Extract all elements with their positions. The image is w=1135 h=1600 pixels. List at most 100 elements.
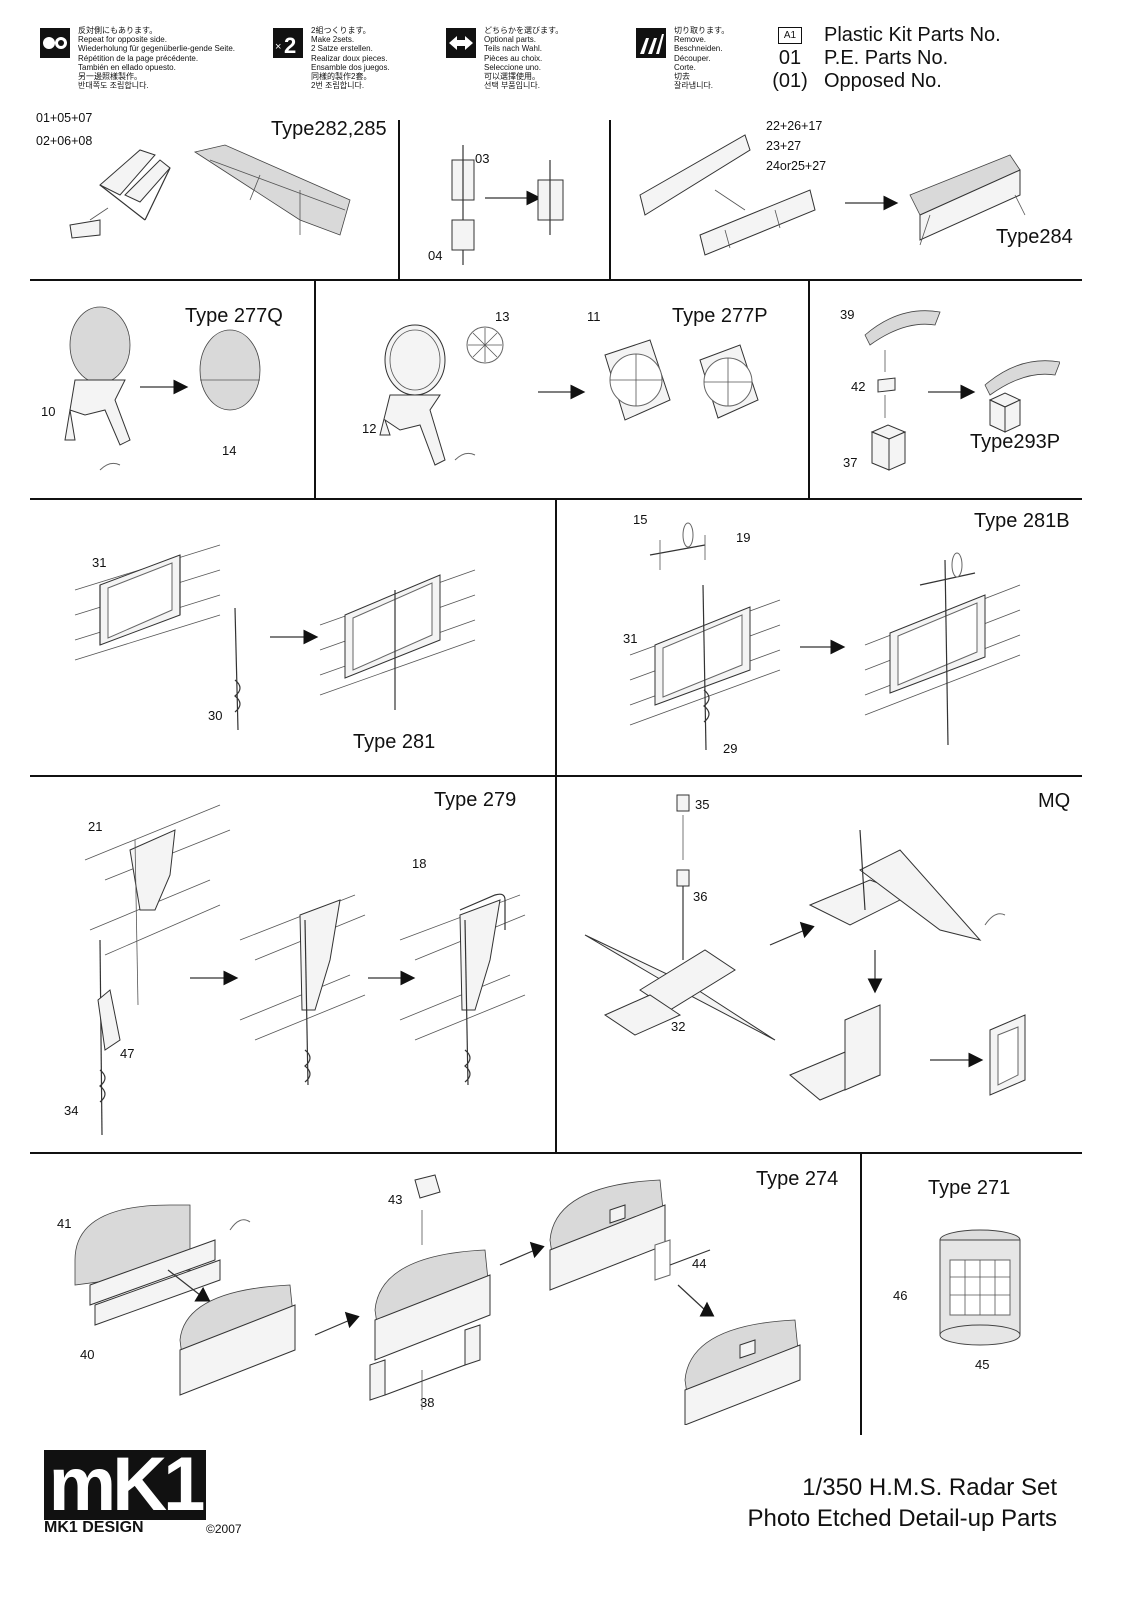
type271-diagram xyxy=(939,1229,1021,1346)
part-number: 35 xyxy=(695,797,710,812)
copyright: ©2007 xyxy=(206,1522,242,1536)
part-number: 38 xyxy=(420,1395,435,1410)
brand-logo: mK1 xyxy=(44,1444,206,1526)
legend-line: Corte. xyxy=(674,62,696,72)
part-number: 11 xyxy=(587,309,601,324)
panel-title: Type282,285 xyxy=(271,118,387,140)
type284-diagram xyxy=(639,134,1026,256)
part-number: 44 xyxy=(692,1256,707,1271)
part-number: 47 xyxy=(120,1046,135,1061)
divider xyxy=(609,120,611,280)
legend-line: 반대쪽도 조립합니다. xyxy=(78,81,149,91)
divider xyxy=(314,280,316,498)
divider xyxy=(808,280,810,498)
part-number: 36 xyxy=(693,889,708,904)
part-number: 46 xyxy=(893,1288,908,1303)
part-number: 29 xyxy=(723,741,738,756)
legend-line: どちらかを選びます。 xyxy=(484,26,564,35)
type277q-diagram xyxy=(64,306,261,471)
legend-line: 2 Satze erstellen. xyxy=(311,44,373,54)
panel-title: Type 277P xyxy=(672,305,768,327)
part-number: 03 xyxy=(475,151,490,166)
legend-line: 선택 부품입니다. xyxy=(484,81,540,91)
type274-diagram xyxy=(74,1174,801,1425)
part-number: 13 xyxy=(495,309,510,324)
legend-line: 反対側にもあります。 xyxy=(78,26,158,35)
part-number: 04 xyxy=(428,248,443,263)
part-number: 21 xyxy=(88,819,103,834)
brand-logo-text: mK1 xyxy=(48,1442,206,1527)
optional-parts-icon xyxy=(446,28,476,58)
part-combo: 01+05+07 xyxy=(36,111,93,125)
divider xyxy=(555,499,557,1152)
part-combo: 23+27 xyxy=(766,139,802,153)
legend-line: 另一邊照樣製作。 xyxy=(78,71,142,81)
part-combo: 22+26+17 xyxy=(766,119,823,133)
part-number: 41 xyxy=(57,1216,72,1231)
part-number: 34 xyxy=(64,1103,79,1118)
legend-line: Teils nach Wahl. xyxy=(484,44,542,54)
key-code-box: A1 xyxy=(778,27,802,44)
key-code: (01) xyxy=(772,70,808,92)
part-number: 19 xyxy=(736,530,751,545)
panel-title: MQ xyxy=(1038,790,1071,812)
panel-title: Type 281B xyxy=(974,510,1070,532)
type293p-diagram xyxy=(864,310,1060,471)
part-number: 39 xyxy=(840,307,855,322)
part-number: 32 xyxy=(671,1019,686,1034)
legend-line: Wiederholung für gegenüberlie-gende Seit… xyxy=(78,44,235,54)
part-number: 14 xyxy=(222,443,237,458)
legend-line: 切去 xyxy=(674,71,690,81)
legend-line: 切り取ります。 xyxy=(674,26,730,35)
brand-name: MK1 DESIGN xyxy=(44,1519,144,1536)
divider xyxy=(30,279,1082,281)
part-number: 18 xyxy=(412,856,427,871)
type277p-diagram xyxy=(379,324,759,466)
legend-line: 同樣的製作2套。 xyxy=(311,71,372,81)
part-combo: 24or25+27 xyxy=(766,159,827,173)
legend-line: 2組つくります。 xyxy=(311,26,371,35)
legend-line: Repeat for opposite side. xyxy=(78,35,167,45)
legend-line: Pièces au choix. xyxy=(484,53,543,63)
part-combo: 02+06+08 xyxy=(36,134,93,148)
legend-line: Découper. xyxy=(674,53,711,63)
part-number: 12 xyxy=(362,421,377,436)
doc-title: 1/350 H.M.S. Radar Set xyxy=(802,1474,1057,1501)
legend-line: Ensamble dos juegos. xyxy=(311,62,390,72)
legend-line: También en ellado opuesto. xyxy=(78,62,176,72)
svg-text:2: 2 xyxy=(284,33,296,58)
part-number: 31 xyxy=(92,555,107,570)
divider xyxy=(30,775,1082,777)
part-number: 15 xyxy=(633,512,648,527)
legend-line: Remove. xyxy=(674,35,707,45)
legend-line: Répétition de la page précédente. xyxy=(78,53,199,63)
panel-title: Type 271 xyxy=(928,1177,1011,1199)
mast-diagram xyxy=(451,145,564,265)
divider xyxy=(398,120,400,280)
times-two-icon: × 2 xyxy=(273,28,303,58)
part-number: 43 xyxy=(388,1192,403,1207)
legend-line: Optional parts. xyxy=(484,35,537,45)
repeat-icon xyxy=(40,28,70,58)
part-number: 37 xyxy=(843,455,858,470)
legend-line: Make 2sets. xyxy=(311,35,355,45)
panel-title: Type293P xyxy=(970,431,1061,453)
panel-title: Type 277Q xyxy=(185,305,283,327)
key-label: P.E. Parts No. xyxy=(824,47,949,69)
key-code: 01 xyxy=(778,47,802,69)
panel-title: Type 281 xyxy=(353,731,436,753)
legend-line: Realizar doux pieces. xyxy=(311,53,388,63)
divider xyxy=(30,1152,1082,1154)
part-number: 30 xyxy=(208,708,223,723)
legend-line: 잘라냅니다. xyxy=(674,81,714,91)
mq-diagram xyxy=(584,794,1026,1101)
panel-title: Type 274 xyxy=(756,1168,839,1190)
legend-line: Beschneiden. xyxy=(674,44,723,54)
part-number: 40 xyxy=(80,1347,95,1362)
panel-title: Type284 xyxy=(996,226,1073,248)
key-label: Plastic Kit Parts No. xyxy=(824,24,1001,46)
key-label: Opposed No. xyxy=(824,70,942,92)
type281-diagram xyxy=(74,544,476,731)
type281b-diagram xyxy=(629,522,1021,751)
legend-line: Seleccione uno. xyxy=(484,62,541,72)
